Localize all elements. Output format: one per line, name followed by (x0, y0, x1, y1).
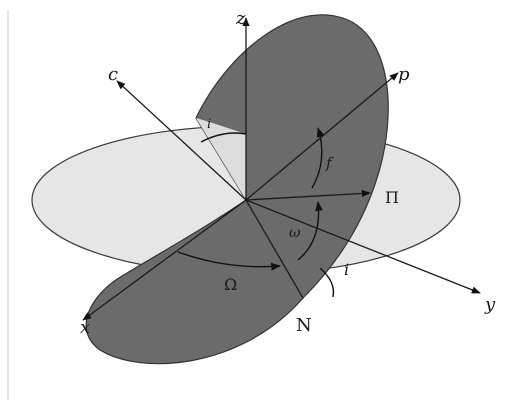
c-label: c (108, 64, 118, 85)
x-label: x (80, 317, 90, 338)
orbital-plane-lower (85, 199, 304, 365)
true-anomaly-label: f (325, 154, 334, 172)
line-of-nodes (245, 199, 304, 299)
y-axis (245, 199, 481, 294)
c-axis (116, 80, 247, 201)
x-axis (82, 199, 247, 321)
inclination-arc-node (319, 267, 335, 298)
omega-label: Ω (224, 275, 237, 294)
true-anomaly-arc (311, 127, 325, 189)
z-label: z (235, 8, 246, 29)
inclination-arc-top (200, 132, 247, 143)
node-label: N (296, 315, 312, 336)
argument-of-perihelion-label: ω (289, 225, 301, 241)
p-label: p (398, 64, 410, 85)
argument-of-perihelion-arc (297, 201, 323, 261)
inclination-label: i (344, 260, 349, 279)
perihelion-label: Π (385, 188, 399, 207)
omega-arc (177, 251, 281, 271)
orbital-plane-upper (195, 14, 389, 299)
y-label: y (484, 294, 496, 315)
inclination-top-label: i (207, 117, 211, 132)
perihelion-direction (245, 189, 371, 201)
